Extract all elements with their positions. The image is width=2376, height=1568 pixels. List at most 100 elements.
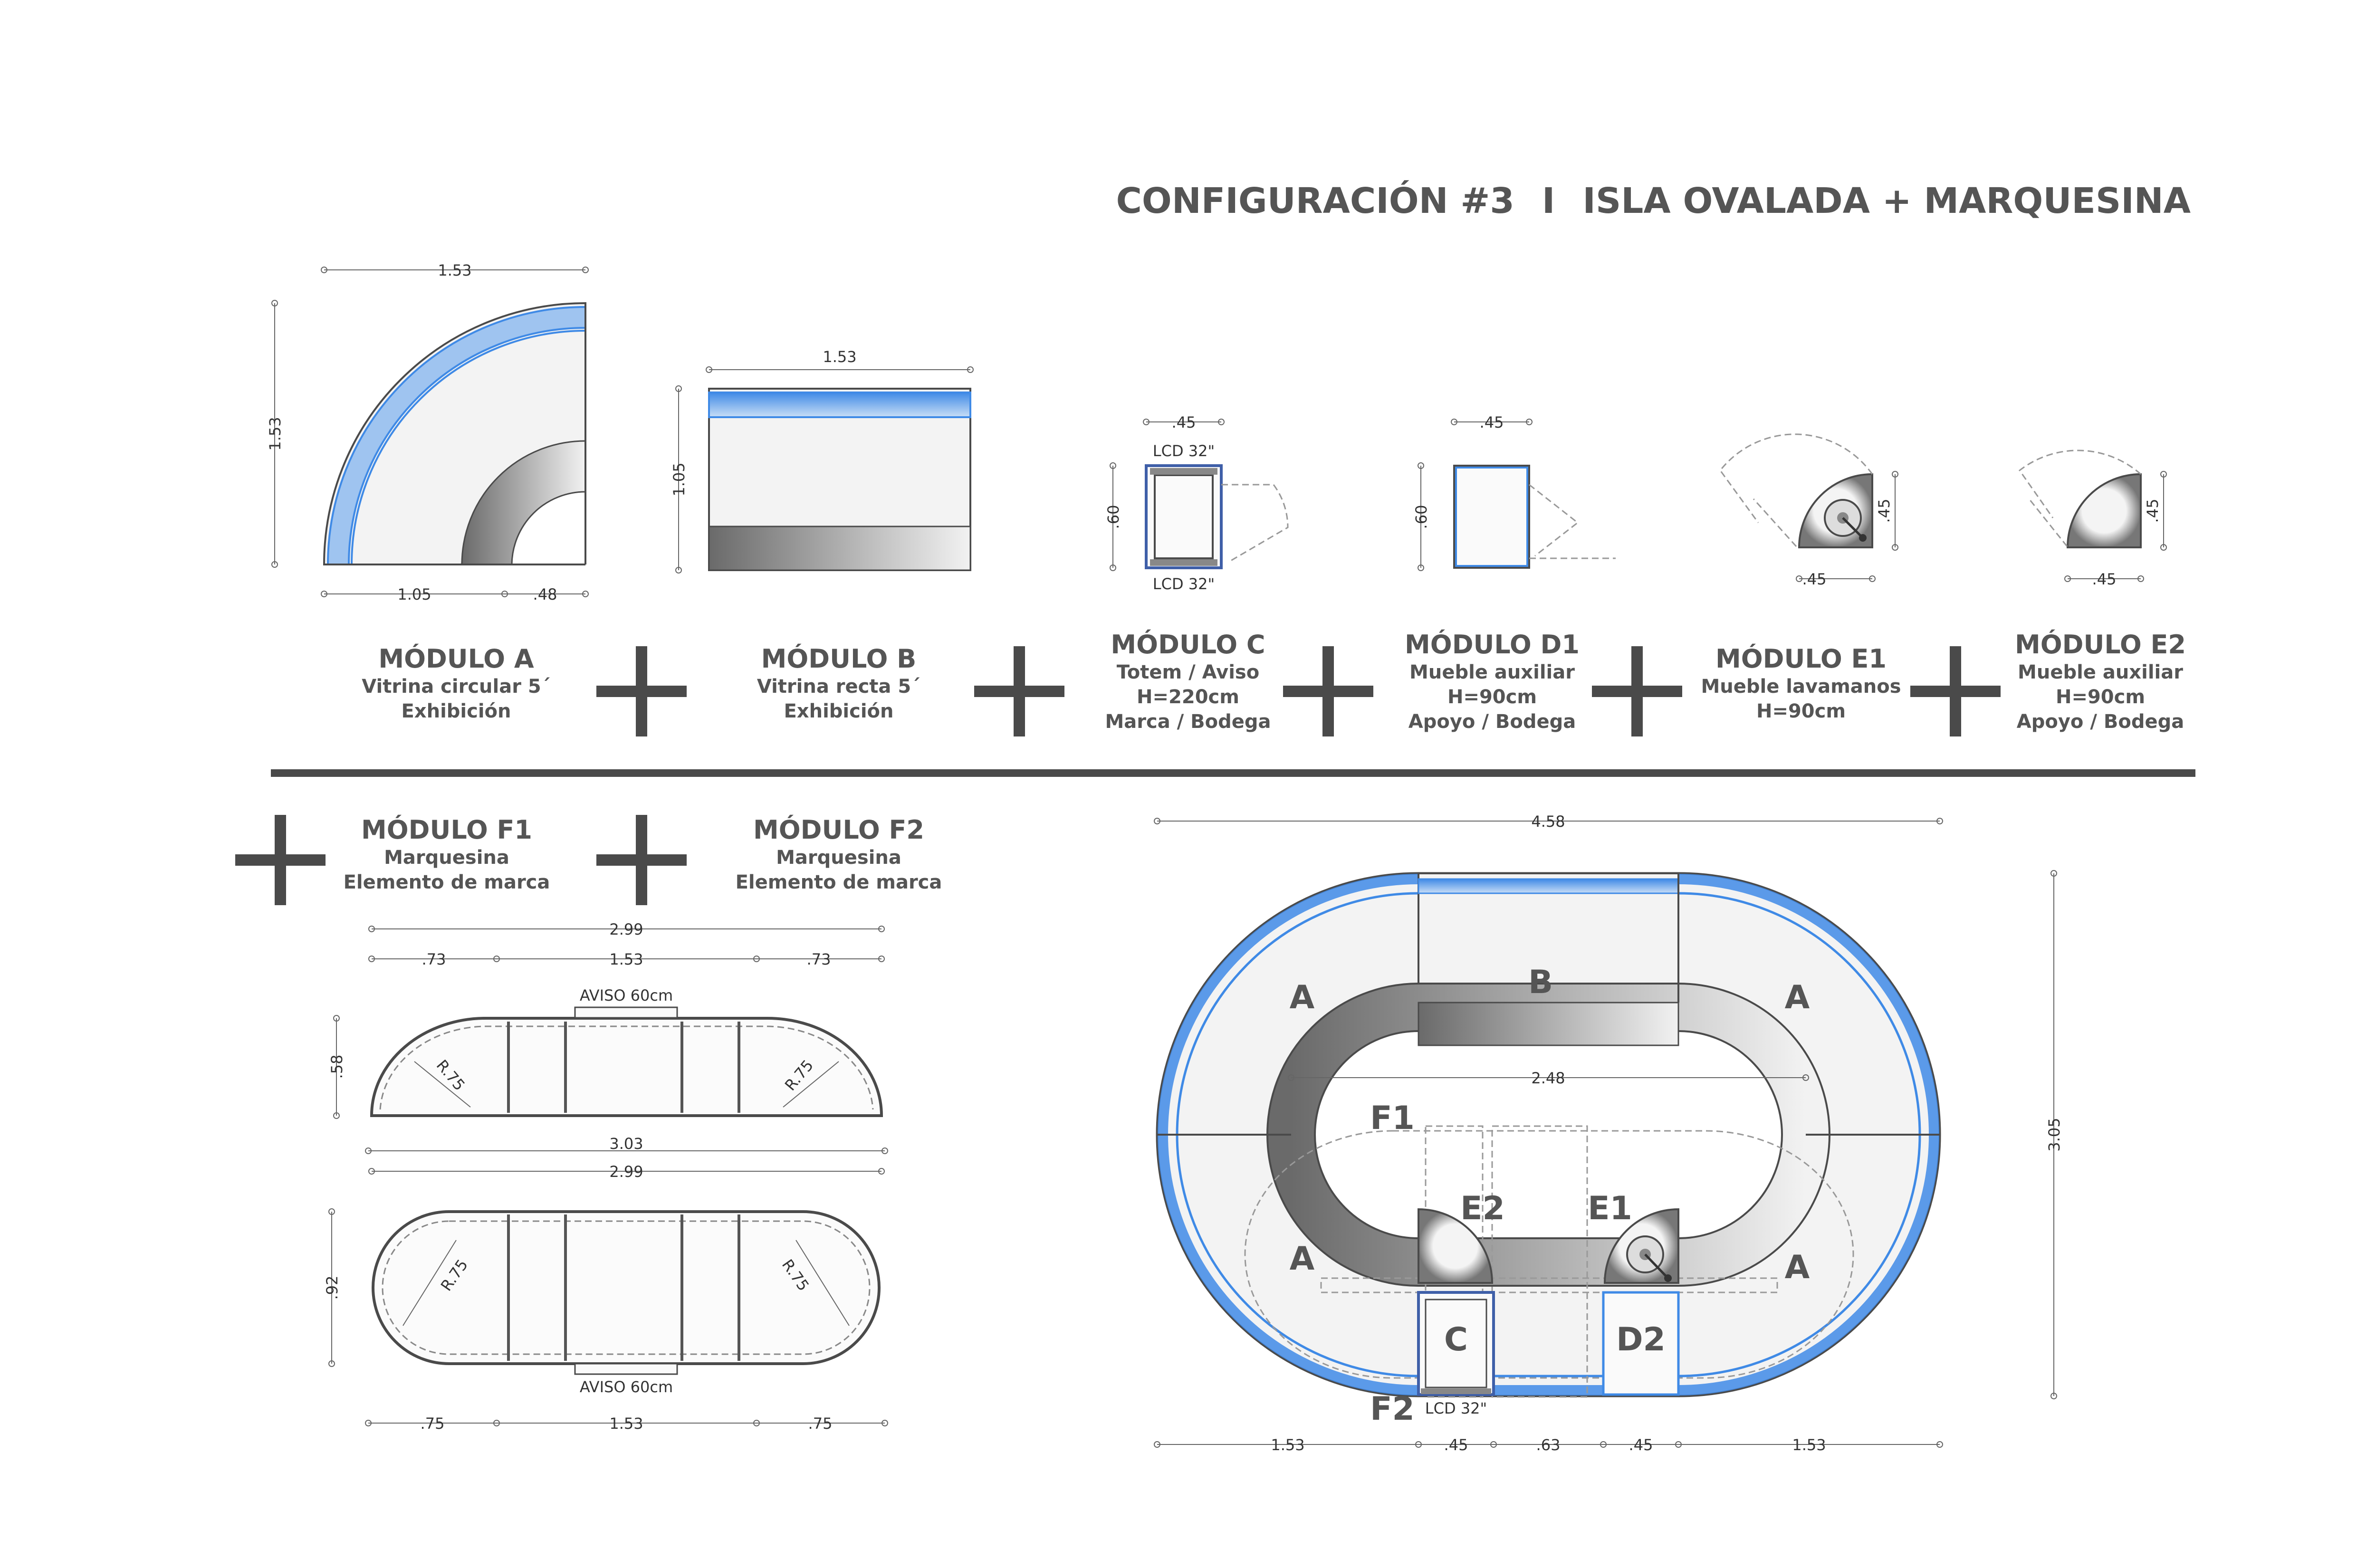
dim-a-depth: .48 [533,585,557,603]
dim-plan-b3: .63 [1536,1436,1561,1454]
module-c-desc-1: Totem / Aviso [1116,661,1260,683]
module-f2-name: MÓDULO F2 [753,815,924,845]
module-f2-caption: MÓDULO F2 Marquesina Elemento de marca [696,815,981,895]
dim-f1-depth: .58 [328,1055,346,1079]
dim-plan-inner: 2.48 [1531,1069,1565,1087]
title-separator: I [1542,181,1555,221]
dim-plan-b1: 1.53 [1271,1436,1304,1454]
module-f2-desc-2: Elemento de marca [735,871,942,893]
module-a-desc-2: Exhibición [401,700,511,722]
dim-plan-b2: .45 [1444,1436,1468,1454]
dim-plan-height: 3.05 [2045,1118,2063,1151]
f2-aviso-label: AVISO 60cm [580,1378,673,1396]
module-f1-drawing: AVISO 60cm R.75 R.75 2.99 .73 1.53 .73 .… [328,920,885,1119]
module-e1-caption: MÓDULO E1 Mueble lavamanos H=90cm [1673,644,1929,724]
page-title: CONFIGURACIÓN #3 I ISLA OVALADA + MARQUESI… [0,181,2191,221]
module-f1-desc-2: Elemento de marca [343,871,550,893]
module-d1-desc-3: Apoyo / Bodega [1408,711,1576,733]
plan-label-e2: E2 [1460,1190,1505,1227]
dim-plan-b4: .45 [1629,1436,1653,1454]
dim-plan-b5: 1.53 [1792,1436,1826,1454]
lcd-label-bottom: LCD 32" [1153,575,1215,593]
module-a-caption: MÓDULO A Vitrina circular 5´ Exhibición [314,644,599,724]
module-a-desc-1: Vitrina circular 5´ [362,676,551,698]
dim-a-height: 1.53 [266,417,284,450]
module-d1-desc-1: Mueble auxiliar [1409,661,1575,683]
module-c-desc-2: H=220cm [1137,686,1239,708]
module-d1-desc-2: H=90cm [1447,686,1537,708]
module-b-desc-1: Vitrina recta 5´ [757,676,921,698]
dim-e1-height: .45 [1875,499,1893,523]
plan-label-a-bottom-left: A [1290,1240,1315,1278]
dim-f2-left: .75 [421,1415,445,1433]
dim-f1-total: 2.99 [609,920,643,938]
island-plan-drawing: 4.58 3.05 2.48 1.53 .45 .63 .45 1.53 LCD… [1154,813,2063,1454]
section-divider [271,769,2195,777]
module-e2-desc-1: Mueble auxiliar [2018,661,2183,683]
dim-f2-total: 2.99 [609,1163,643,1181]
module-c-name: MÓDULO C [1111,630,1265,660]
plus-icon [1910,646,2001,736]
module-f1-caption: MÓDULO F1 Marquesina Elemento de marca [304,815,589,895]
plan-label-a-bottom-right: A [1785,1249,1810,1286]
plan-label-f1: F1 [1370,1100,1415,1137]
module-a-name: MÓDULO A [378,644,534,674]
module-e2-drawing: .45 .45 [2018,449,2167,588]
lcd-label-top: LCD 32" [1153,442,1215,460]
module-d1-caption: MÓDULO D1 Mueble auxiliar H=90cm Apoyo /… [1369,630,1616,734]
module-c-drawing: .45 LCD 32" LCD 32" .60 [1104,413,1289,593]
dim-f1-left: .73 [422,950,446,968]
module-f1-name: MÓDULO F1 [361,815,532,845]
title-island: ISLA OVALADA + MARQUESINA [1582,181,2191,221]
dim-f1-right: .73 [807,950,831,968]
dim-f2-right: .75 [808,1415,833,1433]
dim-e2-width: .45 [2092,570,2117,588]
module-a-drawing: 1.53 1.53 1.05 .48 [266,261,589,603]
dim-a-inner: 1.05 [397,585,431,603]
plus-icon [596,646,687,736]
plan-label-d2: D2 [1616,1321,1666,1358]
plan-label-b: B [1528,964,1553,1001]
module-f2-desc-1: Marquesina [776,847,901,869]
module-f2-drawing: AVISO 60cm R.75 R.75 3.03 2.99 .92 .75 1… [323,1135,888,1433]
dim-f2-depth: .92 [323,1276,341,1300]
dim-b-height: 1.05 [670,462,688,496]
f1-aviso-label: AVISO 60cm [580,986,673,1004]
plan-label-f2: F2 [1370,1390,1415,1428]
plus-icon [596,815,687,905]
dim-b-width: 1.53 [823,348,856,366]
module-b-desc-2: Exhibición [784,700,894,722]
module-e2-caption: MÓDULO E2 Mueble auxiliar H=90cm Apoyo /… [1977,630,2224,734]
plus-icon [1283,646,1373,736]
dim-e1-width: .45 [1802,570,1827,588]
dim-a-width: 1.53 [438,261,471,279]
module-e1-desc-1: Mueble lavamanos [1701,676,1901,698]
module-e1-desc-2: H=90cm [1756,700,1846,722]
plan-label-a-top-right: A [1785,979,1810,1016]
plus-icon [974,646,1064,736]
plus-icon [235,815,326,905]
dim-d1-height: .60 [1412,505,1430,529]
plan-label-e1: E1 [1588,1190,1632,1227]
dim-d1-width: .45 [1480,413,1504,431]
module-c-desc-3: Marca / Bodega [1105,711,1271,733]
module-b-caption: MÓDULO B Vitrina recta 5´ Exhibición [696,644,981,724]
module-c-caption: MÓDULO C Totem / Aviso H=220cm Marca / B… [1064,630,1312,734]
module-f1-desc-1: Marquesina [384,847,509,869]
module-e1-name: MÓDULO E1 [1715,644,1887,674]
module-e2-desc-2: H=90cm [2055,686,2146,708]
dim-f2-outer: 3.03 [609,1135,643,1153]
dim-f1-mid: 1.53 [609,950,643,968]
plan-lcd-label: LCD 32" [1425,1399,1487,1417]
module-b-name: MÓDULO B [761,644,917,674]
dim-c-height: .60 [1104,505,1122,529]
module-e2-name: MÓDULO E2 [2015,630,2186,660]
dim-plan-width: 4.58 [1531,813,1565,831]
plus-icon [1592,646,1682,736]
dim-c-width: .45 [1172,413,1196,431]
title-config: CONFIGURACIÓN #3 [1116,181,1514,221]
module-e2-desc-3: Apoyo / Bodega [2016,711,2184,733]
module-e1-drawing: .45 .45 [1719,433,1898,588]
dim-e2-height: .45 [2144,499,2162,523]
